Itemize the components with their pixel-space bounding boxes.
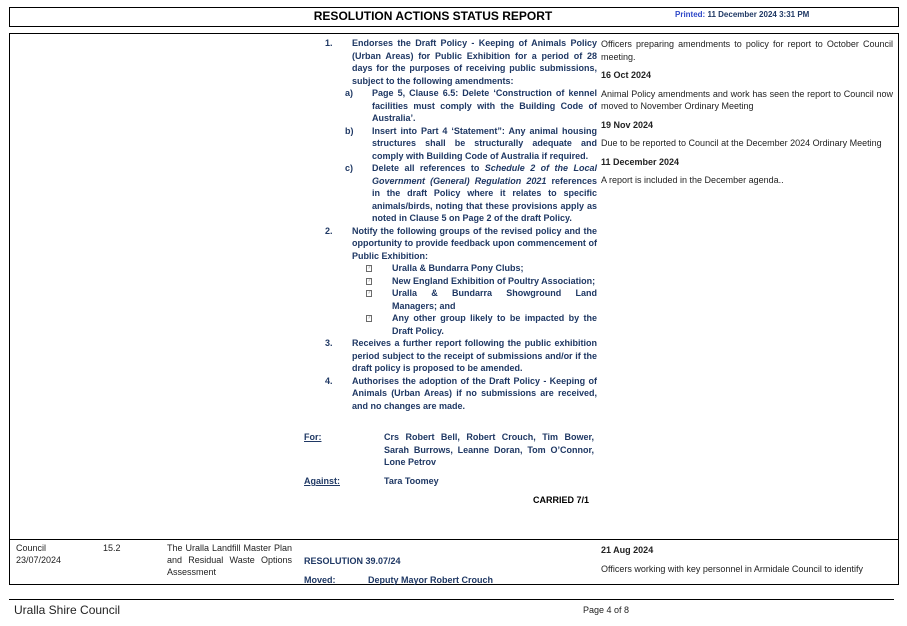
against-label: Against:	[304, 476, 340, 486]
resolution-item-2: 2. Notify the following groups of the re…	[317, 225, 597, 263]
note-text: A report is included in the December age…	[601, 175, 784, 185]
actions-table: 1. Endorses the Draft Policy - Keeping o…	[9, 33, 899, 585]
note-date: 16 Oct 2024	[601, 70, 652, 80]
amendment-text-post: references in the draft Policy where it …	[372, 175, 597, 224]
vote-for: For: Crs Robert Bell, Robert Crouch, Tim…	[304, 431, 594, 471]
action-notes: Officers preparing amendments to policy …	[601, 38, 893, 187]
printed-label: Printed:	[675, 10, 706, 19]
item-number: 1.	[325, 38, 333, 48]
item-text: Receives a further report following the …	[352, 338, 597, 373]
note-text: Officers working with key personnel in A…	[601, 564, 863, 574]
amendment-c: c) Delete all references to Schedule 2 o…	[317, 162, 597, 225]
table-row: Council 23/07/2024 15.2 The Uralla Landf…	[10, 540, 898, 586]
bullet-box-icon: ?	[366, 265, 372, 272]
report-title: RESOLUTION ACTIONS STATUS REPORT	[313, 9, 553, 23]
meeting-name: Council	[16, 543, 47, 553]
resolution-number: RESOLUTION 39.07/24	[304, 556, 401, 566]
for-label: For:	[304, 432, 322, 442]
item-number: 4.	[325, 375, 333, 386]
group-bullet: ? Uralla & Bundarra Pony Clubs;	[317, 262, 597, 275]
item-number: 2.	[325, 225, 333, 236]
item-text: Endorses the Draft Policy - Keeping of A…	[352, 38, 597, 86]
meeting-cell: Council 23/07/2024	[16, 542, 61, 566]
moved-value: Deputy Mayor Robert Crouch	[368, 575, 494, 585]
for-councillors: Crs Robert Bell, Robert Crouch, Tim Bowe…	[384, 432, 594, 467]
note-intro: Officers preparing amendments to policy …	[601, 39, 893, 62]
amendment-letter: a)	[345, 88, 354, 98]
note-text: Animal Policy amendments and work has se…	[601, 88, 893, 112]
group-bullet: ? Any other group likely to be impacted …	[317, 312, 597, 337]
moved-label: Moved:	[304, 575, 336, 585]
footer-council-name: Uralla Shire Council	[14, 603, 121, 617]
item-number-cell: 15.2	[103, 543, 121, 553]
bullet-text: Any other group likely to be impacted by…	[392, 313, 597, 336]
resolution-item-1: 1. Endorses the Draft Policy - Keeping o…	[317, 37, 597, 87]
resolution-item-4: 4. Authorises the adoption of the Draft …	[317, 375, 597, 413]
group-bullet: ? Uralla & Bundarra Showground Land Mana…	[317, 287, 597, 312]
bullet-text: Uralla & Bundarra Pony Clubs;	[392, 263, 524, 273]
printed-timestamp: Printed: 11 December 2024 3:31 PM	[675, 10, 809, 19]
meeting-date: 23/07/2024	[16, 555, 62, 565]
printed-value: 11 December 2024 3:31 PM	[707, 10, 810, 19]
bullet-box-icon: ?	[366, 315, 372, 322]
amendment-b: b) Insert into Part 4 ‘Statement”: Any a…	[317, 125, 597, 163]
carried-result: CARRIED 7/1	[532, 495, 589, 505]
note-date: 21 Aug 2024	[601, 545, 654, 555]
bullet-text: Uralla & Bundarra Showground Land Manage…	[392, 288, 597, 311]
resolution-item-3: 3. Receives a further report following t…	[317, 337, 597, 375]
resolution-list: 1. Endorses the Draft Policy - Keeping o…	[317, 37, 597, 412]
against-councillors: Tara Toomey	[384, 476, 439, 486]
footer-divider	[9, 599, 894, 600]
note-date: 19 Nov 2024	[601, 119, 654, 130]
bullet-box-icon: ?	[366, 277, 372, 285]
subject-cell: The Uralla Landfill Master Plan and Resi…	[167, 543, 292, 577]
amendment-text-pre: Delete all references to	[372, 163, 485, 173]
row-divider	[10, 539, 898, 540]
amendment-text: Page 5, Clause 6.5: Delete ‘Construction…	[372, 88, 597, 123]
item-number: 3.	[325, 338, 333, 348]
moved-line: Moved: Deputy Mayor Robert Crouch	[304, 574, 493, 586]
group-bullet: ? New England Exhibition of Poultry Asso…	[317, 275, 597, 288]
note-date: 11 December 2024	[601, 156, 680, 167]
item-text: Notify the following groups of the revis…	[352, 225, 597, 261]
vote-against: Against: Tara Toomey	[304, 475, 594, 489]
footer-page-number: Page 4 of 8	[583, 605, 630, 615]
bullet-box-icon: ?	[366, 290, 372, 297]
amendment-letter: c)	[345, 163, 354, 173]
bullet-text: New England Exhibition of Poultry Associ…	[392, 275, 596, 286]
amendment-text-italic: Schedule 2 of the Local Government (Gene…	[372, 163, 597, 186]
note-text: Due to be reported to Council at the Dec…	[601, 138, 882, 148]
report-header: RESOLUTION ACTIONS STATUS REPORT Printed…	[9, 7, 899, 27]
amendment-text: Insert into Part 4 ‘Statement”: Any anim…	[372, 125, 597, 161]
amendment-a: a) Page 5, Clause 6.5: Delete ‘Construct…	[317, 87, 597, 125]
amendment-letter: b)	[345, 125, 354, 136]
item-text: Authorises the adoption of the Draft Pol…	[352, 375, 597, 411]
